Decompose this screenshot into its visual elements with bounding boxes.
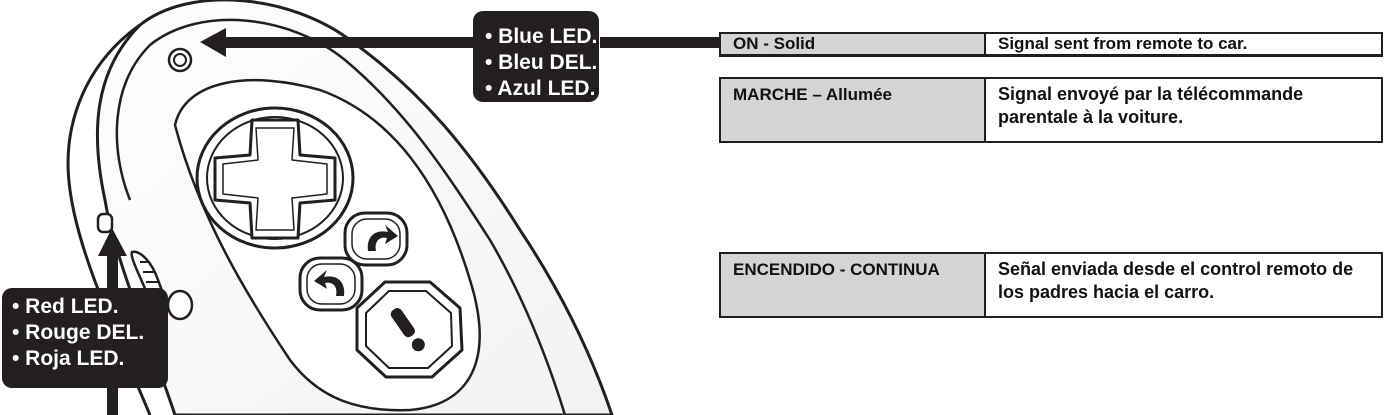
red-led-label-es: • Roja LED. xyxy=(12,347,125,370)
led-description-cell: Signal envoyé par la télécommande parent… xyxy=(984,77,1383,143)
led-description-cell: Señal enviada desde el control remoto de… xyxy=(984,252,1383,318)
dpad-icon[interactable] xyxy=(195,106,355,250)
table-row: ENCENDIDO - CONTINUA Señal enviada desde… xyxy=(719,252,1383,318)
blue-led-callout: • Blue LED. • Bleu DEL. • Azul LED. xyxy=(473,11,599,102)
redo-button[interactable] xyxy=(343,211,409,267)
blue-led-arrow xyxy=(200,28,722,57)
blue-led-label-en: • Blue LED. xyxy=(485,25,598,48)
led-description-cell: Signal sent from remote to car. xyxy=(984,32,1383,57)
led-state-cell: ON - Solid xyxy=(719,32,986,57)
panic-button[interactable] xyxy=(355,280,464,379)
undo-arrow-icon xyxy=(314,270,345,296)
status-table-french: MARCHE – Allumée Signal envoyé par la té… xyxy=(719,77,1383,143)
blue-led-label-es: • Azul LED. xyxy=(485,77,596,100)
led-state-cell: ENCENDIDO - CONTINUA xyxy=(719,252,986,318)
table-row: MARCHE – Allumée Signal envoyé par la té… xyxy=(719,77,1383,143)
remote-face-rim-left xyxy=(115,44,151,201)
red-led-callout: • Red LED. • Rouge DEL. • Roja LED. xyxy=(2,288,168,388)
red-led-arrow xyxy=(98,228,127,415)
blue-led-label-fr: • Bleu DEL. xyxy=(485,51,598,74)
status-table-spanish: ENCENDIDO - CONTINUA Señal enviada desde… xyxy=(719,252,1383,318)
red-led-label-fr: • Rouge DEL. xyxy=(12,321,145,344)
redo-arrow-icon xyxy=(367,225,398,251)
exclamation-icon xyxy=(390,308,425,352)
table-row: ON - Solid Signal sent from remote to ca… xyxy=(719,32,1383,57)
led-state-cell: MARCHE – Allumée xyxy=(719,77,986,143)
undo-button[interactable] xyxy=(298,256,364,312)
remote-face-rim xyxy=(149,18,567,415)
status-table-english: ON - Solid Signal sent from remote to ca… xyxy=(719,32,1383,57)
red-led-label-en: • Red LED. xyxy=(12,295,119,318)
